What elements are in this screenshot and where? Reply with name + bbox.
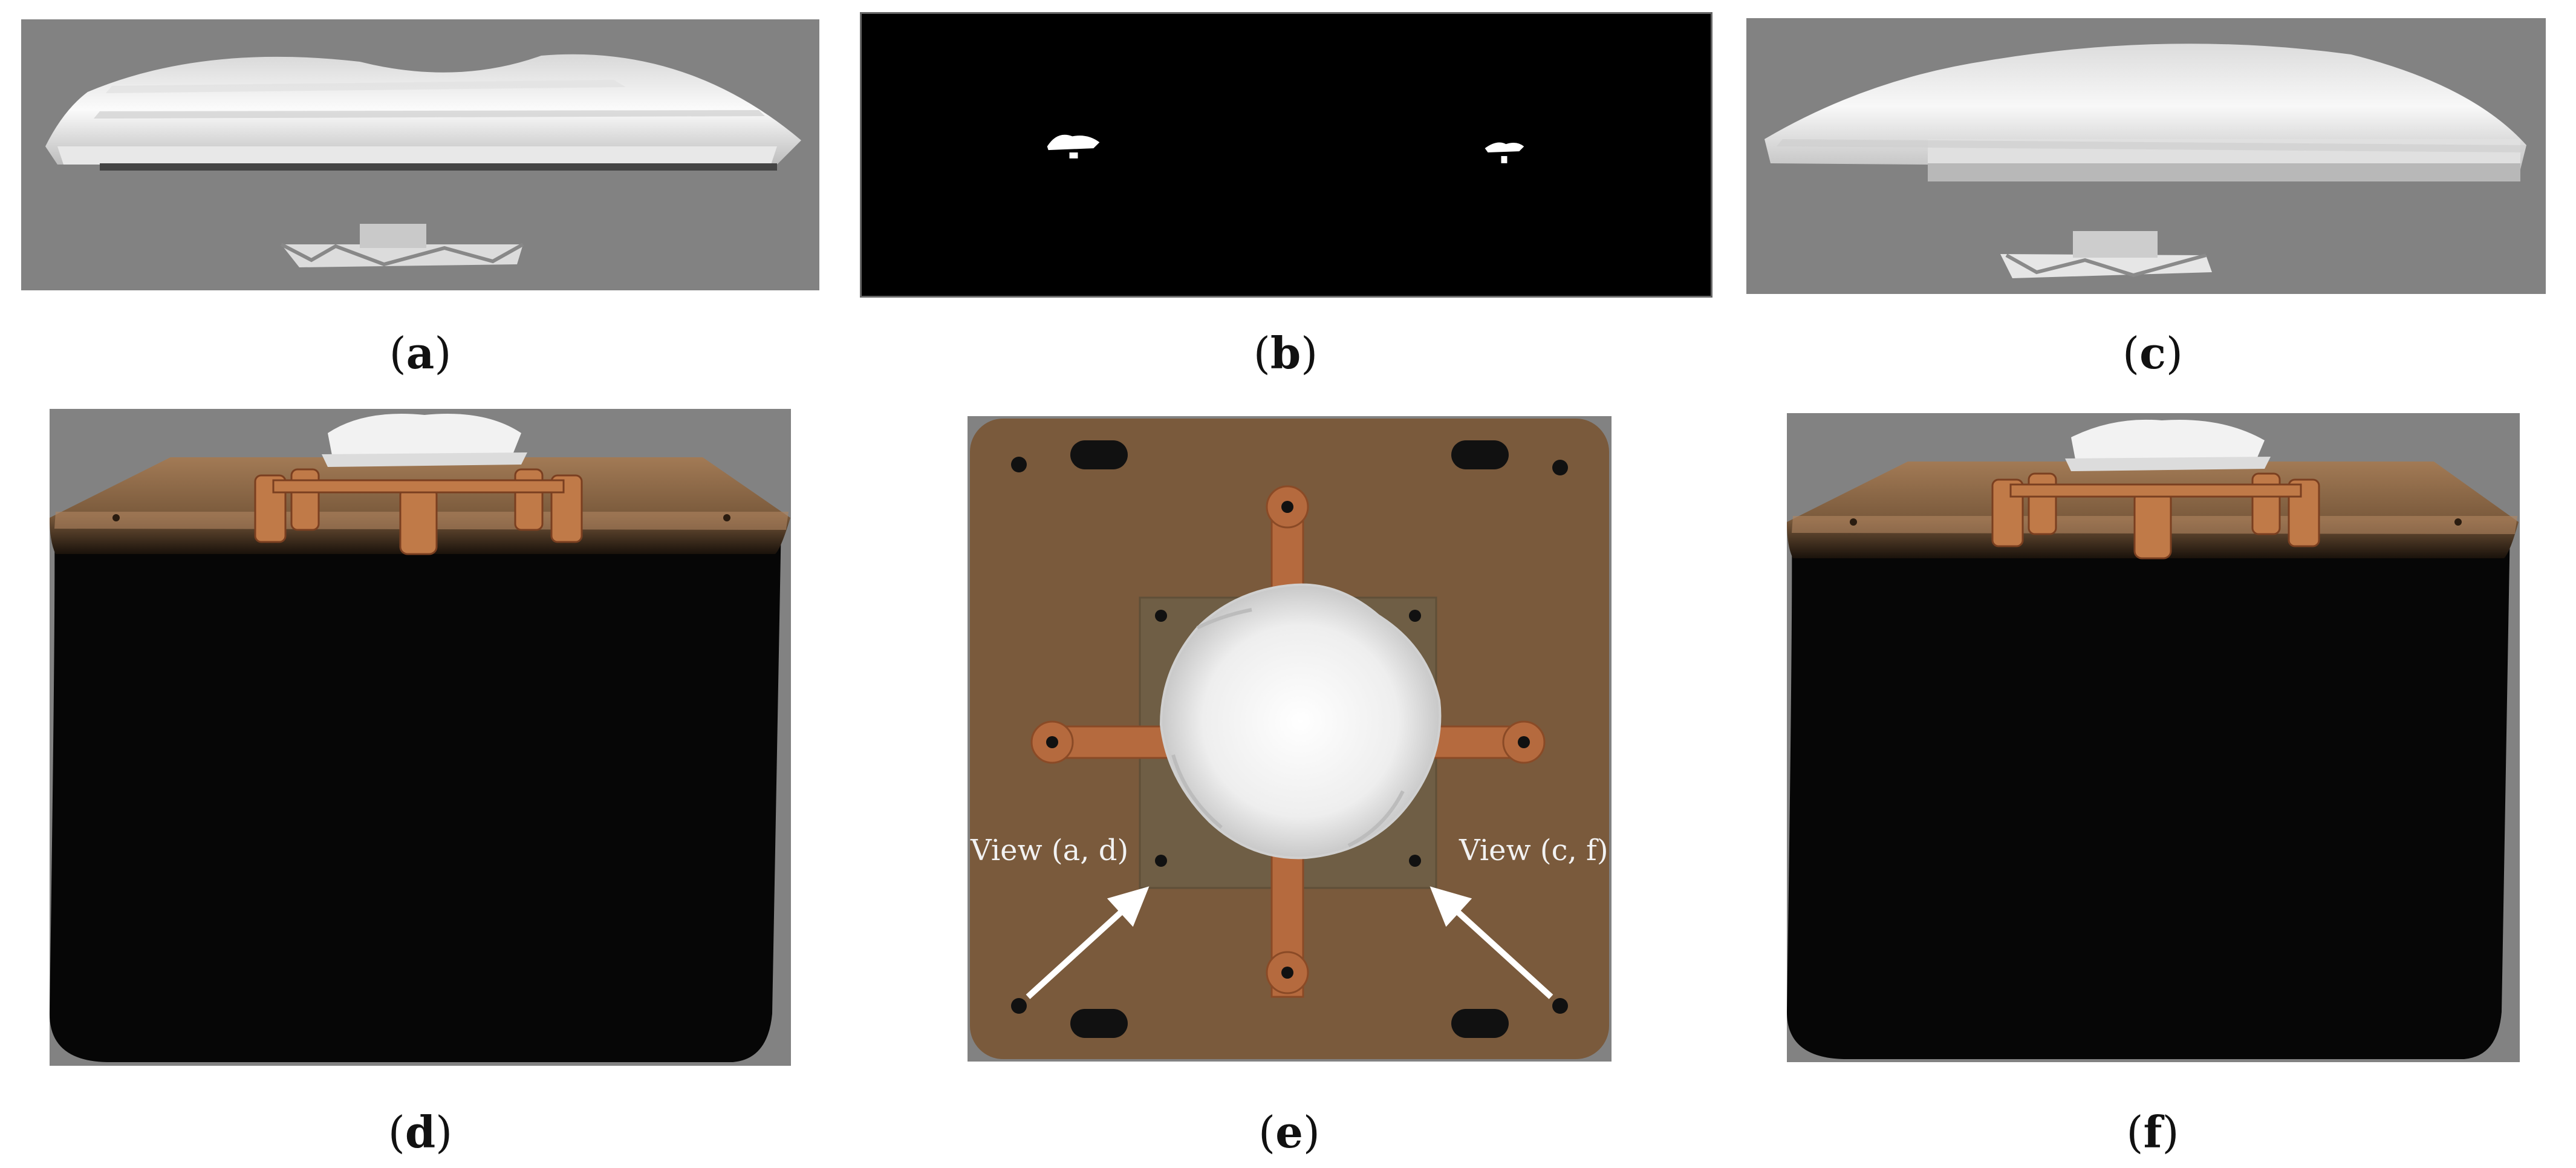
panel-d-image (50, 409, 791, 1066)
caption-f: (f) (2126, 1106, 2179, 1158)
panel-b-binary-mask (860, 12, 1712, 298)
panel-e-image (968, 416, 1612, 1062)
panel-c-side-view-reconstruction (1746, 18, 2546, 294)
caption-e: (e) (1258, 1106, 1320, 1158)
panel-e-top-view (968, 416, 1612, 1062)
caption-a: (a) (389, 327, 452, 379)
panel-d-perspective-render (50, 409, 791, 1066)
panel-a-side-view-reconstruction (21, 19, 819, 290)
caption-b: (b) (1253, 327, 1318, 379)
caption-d: (d) (388, 1106, 453, 1158)
caption-c: (c) (2122, 327, 2184, 379)
panel-f-perspective-render (1787, 413, 2520, 1062)
panel-a-image (21, 19, 819, 290)
view-arrows (1026, 886, 1553, 999)
panel-c-image (1746, 18, 2546, 294)
panel-f-image (1787, 413, 2520, 1062)
annotation-view-left: View (a, d) (971, 834, 1129, 867)
panel-b-image (862, 14, 1711, 296)
annotation-view-right: View (c, f) (1459, 834, 1608, 867)
